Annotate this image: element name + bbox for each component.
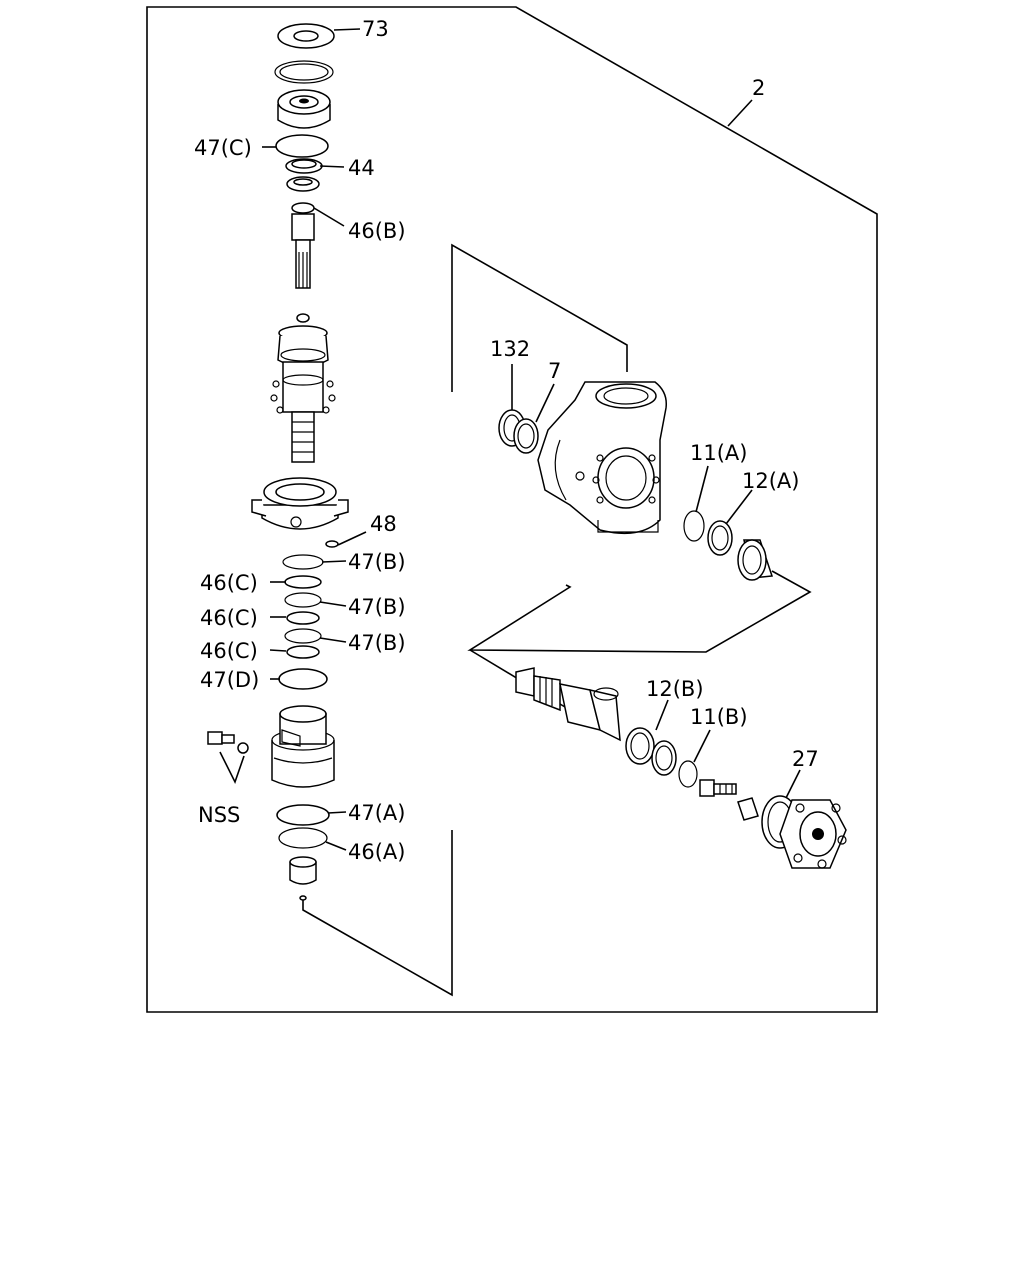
label-7: 7 bbox=[548, 359, 561, 383]
o-ring-47c-top bbox=[275, 134, 329, 158]
valve-housing bbox=[271, 705, 335, 788]
side-cover-27 bbox=[761, 795, 847, 869]
nss-bolt bbox=[207, 731, 249, 785]
adjuster-screw bbox=[699, 779, 759, 821]
rings-11a-12a bbox=[683, 510, 774, 581]
label-44: 44 bbox=[348, 156, 375, 180]
label-47b-3: 47(B) bbox=[348, 631, 406, 655]
label-nss: NSS bbox=[198, 803, 240, 827]
assembly-frame bbox=[146, 6, 878, 1013]
label-12b: 12(B) bbox=[646, 677, 704, 701]
label-12a: 12(A) bbox=[742, 469, 799, 493]
label-47d: 47(D) bbox=[200, 668, 259, 692]
label-47b-1: 47(B) bbox=[348, 550, 406, 574]
label-47c-top: 47(C) bbox=[194, 136, 252, 160]
rings-12b-11b bbox=[625, 727, 698, 788]
label-46c-1: 46(C) bbox=[200, 571, 258, 595]
part-labels: 2 73 47(C) 44 46(B) 48 47(B) 46(C) 47(B)… bbox=[194, 17, 819, 864]
assembly-leader bbox=[727, 99, 753, 127]
sector-shaft bbox=[515, 667, 621, 742]
label-47a: 47(A) bbox=[348, 801, 405, 825]
label-73: 73 bbox=[362, 17, 389, 41]
label-27: 27 bbox=[792, 747, 819, 771]
snap-ring-top bbox=[274, 60, 334, 84]
seals-132-7 bbox=[498, 409, 539, 454]
label-46a: 46(A) bbox=[348, 840, 405, 864]
washer-73 bbox=[277, 23, 335, 49]
label-132: 132 bbox=[490, 337, 530, 361]
label-48: 48 bbox=[370, 512, 397, 536]
seal-44 bbox=[285, 158, 323, 174]
label-assembly: 2 bbox=[752, 76, 765, 100]
label-47b-2: 47(B) bbox=[348, 595, 406, 619]
bearing-upper bbox=[286, 176, 320, 192]
seal-ring-stack bbox=[278, 554, 328, 690]
valve-group-bracket bbox=[302, 830, 453, 997]
upper-cover bbox=[277, 89, 331, 129]
label-11b: 11(B) bbox=[690, 705, 748, 729]
ring-48 bbox=[325, 540, 339, 548]
label-11a: 11(A) bbox=[690, 441, 747, 465]
label-46c-3: 46(C) bbox=[200, 639, 258, 663]
lower-seals bbox=[276, 804, 330, 901]
stub-shaft bbox=[291, 202, 315, 323]
adjuster-clamp bbox=[251, 477, 349, 530]
leader-lines bbox=[262, 28, 801, 851]
label-46b: 46(B) bbox=[348, 219, 406, 243]
label-46c-2: 46(C) bbox=[200, 606, 258, 630]
gear-housing bbox=[537, 381, 668, 535]
rotary-valve bbox=[270, 325, 336, 463]
